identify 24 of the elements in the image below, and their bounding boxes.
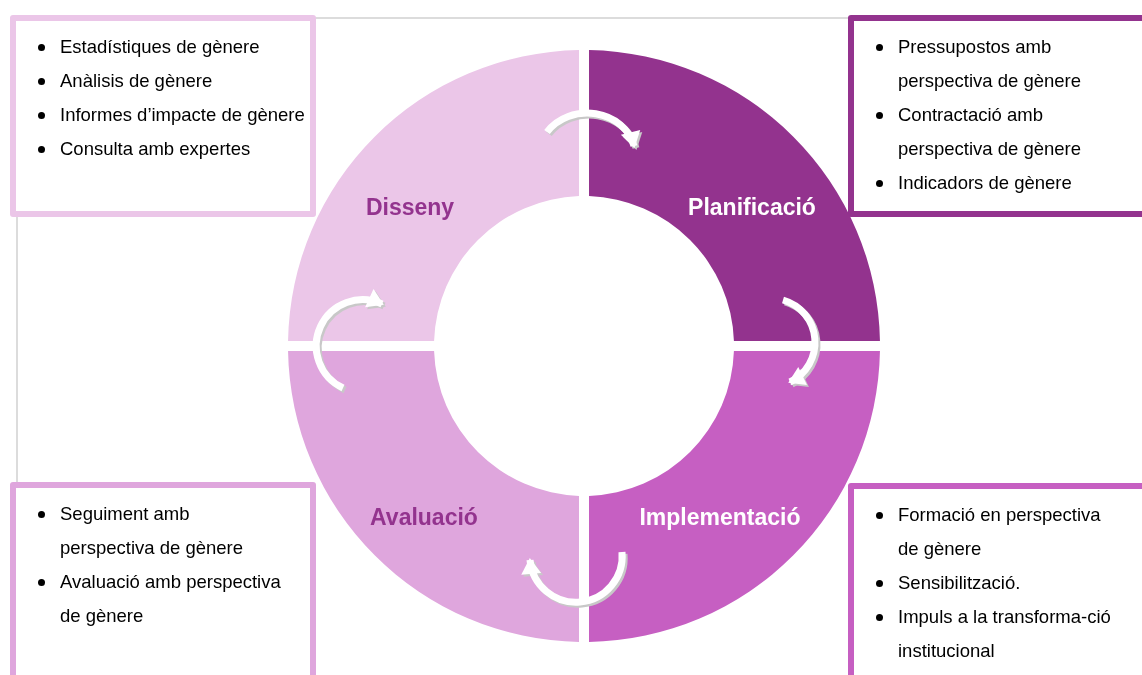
stage-label: Planificació bbox=[688, 193, 816, 221]
text-box bbox=[10, 482, 316, 675]
curved-arrow bbox=[522, 551, 626, 606]
curved-arrow bbox=[781, 296, 819, 386]
text-box bbox=[10, 15, 316, 217]
curved-arrow bbox=[544, 109, 640, 148]
bullet-item: Contractació amb perspectiva de gènere bbox=[874, 98, 1130, 166]
bullet-item: Sensibilització. bbox=[874, 566, 1124, 600]
bullet-item: Consulta amb expertes bbox=[36, 132, 310, 166]
bullet-item: Informes d’impacte de gènere bbox=[36, 98, 310, 132]
bullet-item: Pressupostos amb perspectiva de gènere bbox=[874, 30, 1130, 98]
stage-label: Implementació bbox=[639, 503, 801, 531]
bullet-item: Indicadors de gènere bbox=[874, 166, 1130, 200]
bullet-item: Avaluació amb perspectiva de gènere bbox=[36, 565, 286, 633]
bullet-item: Impuls a la transforma-ció institucional bbox=[874, 600, 1124, 668]
text-box bbox=[848, 15, 1142, 217]
bullet-item: Seguiment amb perspectiva de gènere bbox=[36, 497, 286, 565]
bullet-item: Formació en perspectiva de gènere bbox=[874, 498, 1124, 566]
bullet-item: Anàlisis de gènere bbox=[36, 64, 310, 98]
curved-arrow bbox=[312, 289, 384, 392]
stage-label: Disseny bbox=[365, 193, 455, 221]
stage-label: Avaluació bbox=[370, 503, 478, 531]
bullet-item: Estadístiques de gènere bbox=[36, 30, 310, 64]
text-box bbox=[848, 483, 1142, 675]
